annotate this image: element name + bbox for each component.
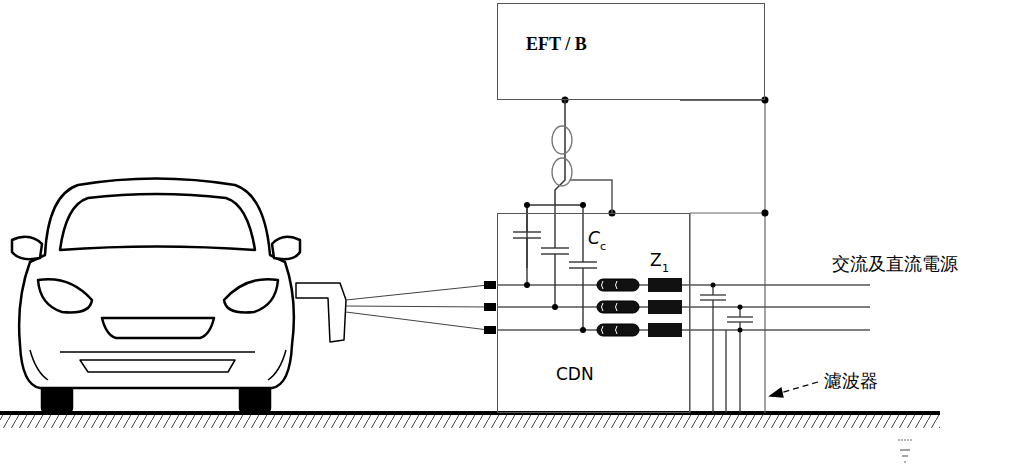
charging-cable — [346, 285, 488, 330]
impedance-subscript: 1 — [662, 262, 669, 275]
ferrite-ring-marks — [602, 281, 618, 334]
wire-dots — [524, 202, 586, 333]
coax-marker — [552, 158, 572, 186]
node-label: EFT / B — [526, 34, 587, 55]
impedance-z1 — [648, 278, 682, 337]
junction-dots — [562, 97, 769, 217]
earth-symbol — [898, 440, 912, 462]
coax-marker — [552, 126, 572, 154]
car-illustration — [12, 179, 346, 413]
ferrite-beads — [597, 279, 639, 336]
filter-label: 濾波器 — [824, 369, 878, 393]
impedance-name: Z — [650, 250, 662, 270]
connector-pins — [484, 281, 496, 334]
node-label: CDN — [556, 364, 594, 384]
power-lines — [498, 285, 870, 330]
capacitor-name: C — [588, 228, 600, 248]
filter-housing — [690, 100, 765, 413]
coaxial-cable — [570, 180, 612, 213]
supply-label: 交流及直流電源 — [832, 252, 958, 276]
filter-dots — [711, 283, 743, 333]
capacitor-subscript: c — [600, 240, 606, 253]
generator-box: EFT / B — [497, 3, 765, 100]
ground-plane — [0, 413, 940, 428]
coupling-capacitors — [513, 205, 597, 330]
filter-leader — [770, 382, 818, 397]
filter-capacitors — [700, 285, 753, 413]
